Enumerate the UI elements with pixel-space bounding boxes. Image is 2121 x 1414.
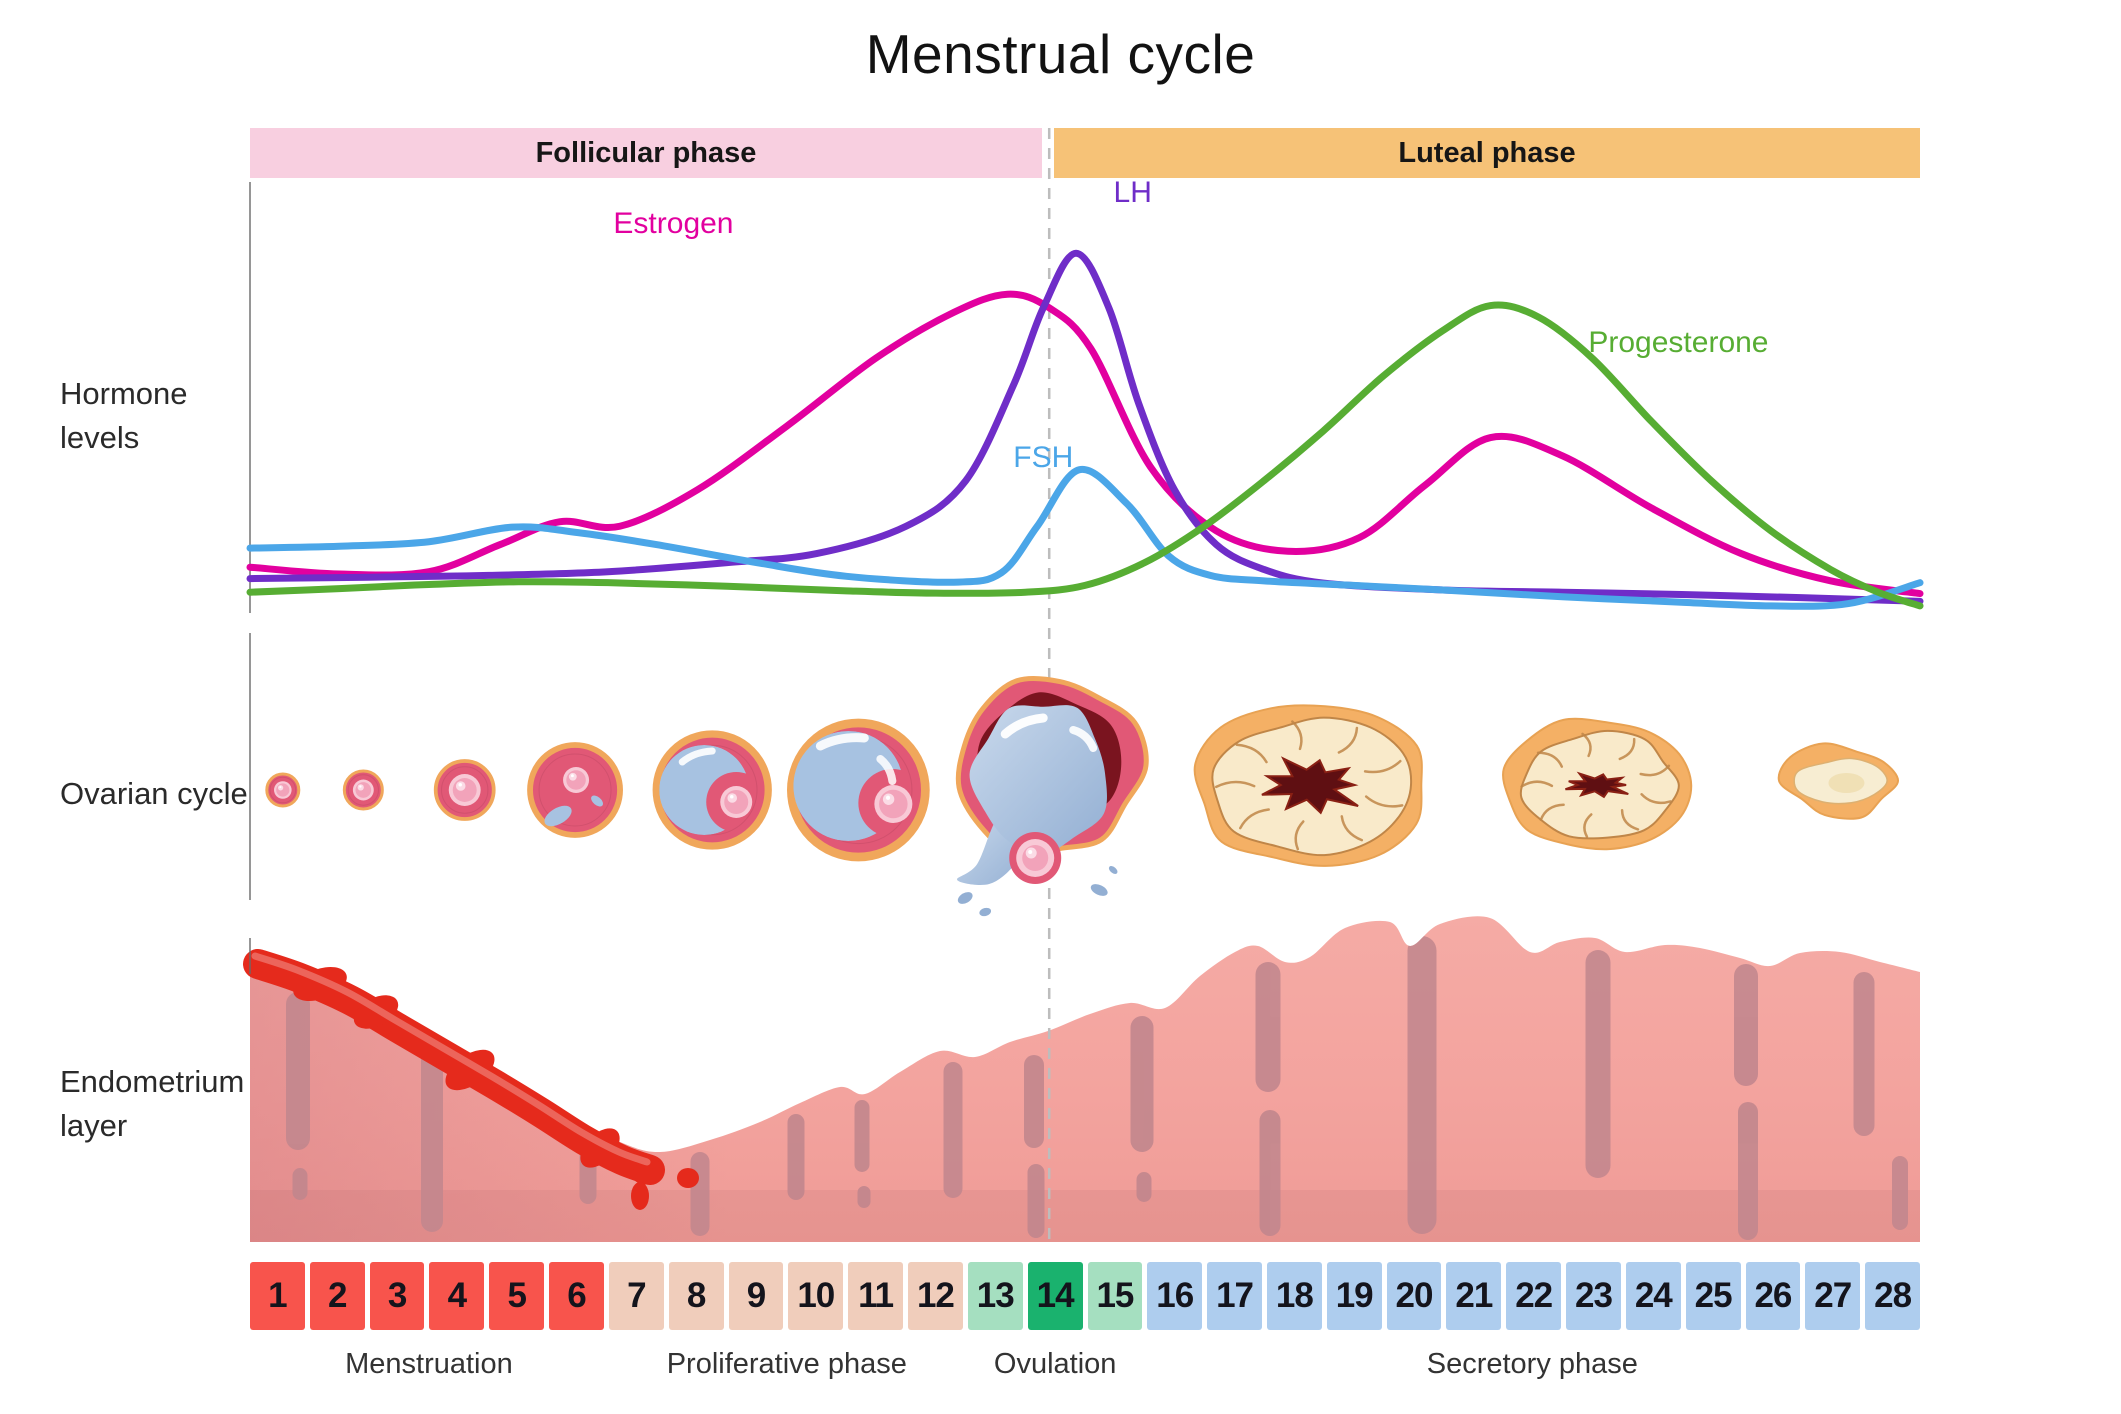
day-cell-18: 18: [1266, 1262, 1322, 1330]
bottom-phase-label-secretory-phase: Secretory phase: [1426, 1348, 1638, 1380]
antral-follicle: [652, 730, 772, 850]
luteal-phase-label: Luteal phase: [1398, 136, 1576, 169]
day-cell-19: 19: [1326, 1262, 1382, 1330]
day-cell-25: 25: [1685, 1262, 1741, 1330]
day-cell-22: 22: [1506, 1262, 1562, 1330]
secondary-follicle: [433, 759, 496, 821]
day-cell-14: 14: [1027, 1262, 1083, 1330]
day-cell-6: 6: [549, 1262, 604, 1330]
day-cell-26: 26: [1745, 1262, 1801, 1330]
corpus-luteum-degenerating: [1502, 717, 1693, 851]
progesterone-curve: [246, 301, 1924, 610]
estrogen-label: Estrogen: [613, 207, 733, 240]
day-cell-3: 3: [369, 1262, 425, 1330]
progesterone-label: Progesterone: [1588, 326, 1768, 359]
hormone-levels-row-label: Hormone levels: [60, 376, 188, 456]
day-cell-27: 27: [1805, 1262, 1861, 1330]
bottom-phase-label-menstruation: Menstruation: [345, 1348, 513, 1380]
hormone-curves: Estrogen LH FSH Progesterone: [246, 176, 1924, 610]
day-cell-4: 4: [429, 1262, 485, 1330]
ovarian-cycle-row-label: Ovarian cycle: [60, 776, 248, 811]
day-cell-2: 2: [309, 1262, 365, 1330]
mature-follicle: [787, 718, 930, 862]
day-cell-13: 13: [967, 1262, 1023, 1330]
follicular-phase-label: Follicular phase: [535, 136, 757, 169]
day-cell-23: 23: [1566, 1262, 1621, 1330]
endometrium-illustration: [243, 916, 1920, 1242]
fsh-label: FSH: [1013, 441, 1073, 474]
day-cell-17: 17: [1207, 1262, 1262, 1330]
day-cell-20: 20: [1386, 1262, 1442, 1330]
day-cell-21: 21: [1446, 1262, 1502, 1330]
primordial-follicle: [265, 772, 301, 808]
day-cell-28: 28: [1865, 1262, 1920, 1330]
day-cell-5: 5: [489, 1262, 545, 1330]
day-cell-1: 1: [250, 1262, 305, 1330]
ovulation: [955, 675, 1149, 917]
menstrual-blood: [243, 949, 699, 1210]
follicular-phase-bar: Follicular phase: [250, 128, 1042, 178]
early-antral-follicle: [527, 742, 623, 838]
bottom-phase-label-proliferative-phase: Proliferative phase: [666, 1348, 907, 1380]
day-cell-12: 12: [908, 1262, 963, 1330]
luteal-phase-bar: Luteal phase: [1054, 128, 1920, 178]
day-cell-8: 8: [668, 1262, 724, 1330]
estrogen-curve: [246, 290, 1924, 598]
day-cell-9: 9: [728, 1262, 784, 1330]
day-cell-7: 7: [608, 1262, 664, 1330]
day-cell-11: 11: [848, 1262, 904, 1330]
day-cell-24: 24: [1625, 1262, 1681, 1330]
ovarian-cycle-illustration: [265, 675, 1899, 917]
endometrium-glands: [286, 936, 1908, 1240]
lh-curve: [246, 249, 1924, 605]
fsh-curve: [246, 466, 1924, 610]
lh-label: LH: [1114, 176, 1152, 209]
day-cell-10: 10: [788, 1262, 844, 1330]
day-cell-15: 15: [1087, 1262, 1143, 1330]
corpus-luteum: [1193, 704, 1423, 867]
day-cell-16: 16: [1147, 1262, 1203, 1330]
bottom-phase-label-ovulation: Ovulation: [993, 1348, 1117, 1380]
endometrium-row-label: Endometrium layer: [60, 1064, 245, 1144]
primary-follicle: [342, 769, 384, 811]
page-title: Menstrual cycle: [865, 23, 1256, 85]
corpus-albicans: [1777, 742, 1899, 820]
